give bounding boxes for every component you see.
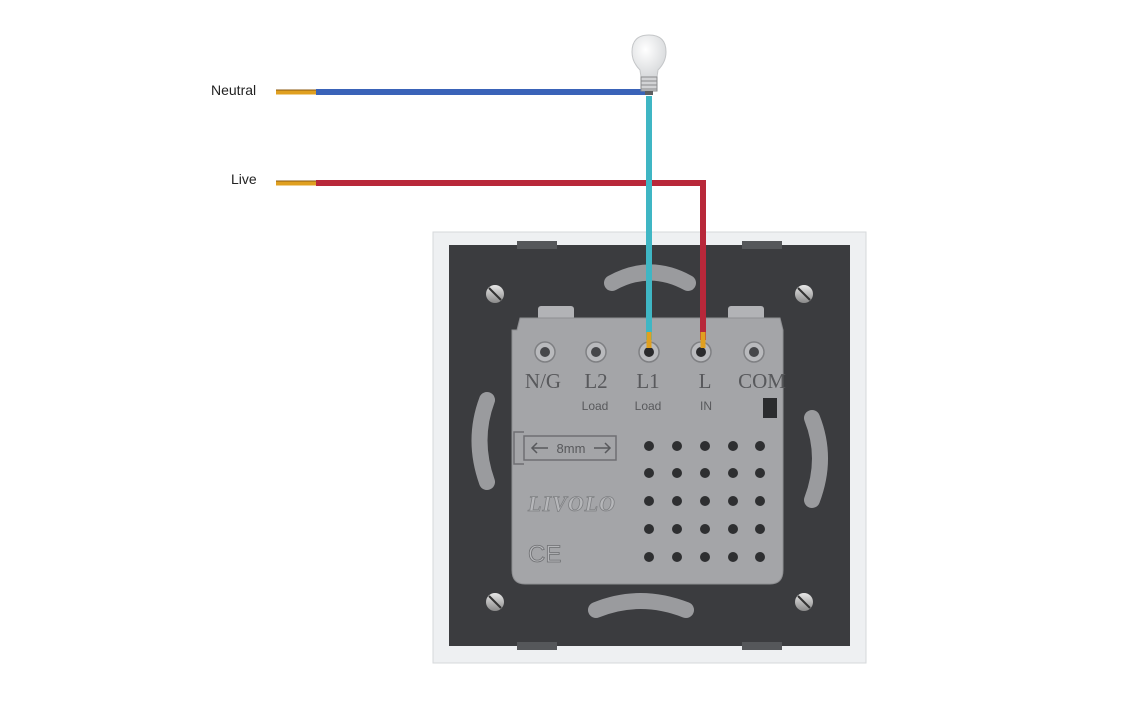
live-wire [316, 180, 706, 340]
vent-hole [728, 468, 738, 478]
plate-notch [742, 241, 782, 249]
vent-hole [755, 524, 765, 534]
vent-hole [644, 441, 654, 451]
vent-hole [700, 468, 710, 478]
mounting-slot [471, 392, 495, 490]
vent-hole [700, 441, 710, 451]
vent-hole [644, 468, 654, 478]
vent-hole [755, 552, 765, 562]
vent-hole [672, 524, 682, 534]
terminal-screw [644, 347, 654, 357]
terminal-screw [591, 347, 601, 357]
terminal-screw-row [534, 341, 765, 363]
strip-length-label: 8mm [557, 441, 586, 456]
live-wire-label: Live [231, 171, 257, 187]
vent-hole [755, 441, 765, 451]
terminal-label-l2: L2 [584, 369, 607, 393]
vent-hole [672, 496, 682, 506]
module-body [511, 317, 784, 585]
terminal-screw [540, 347, 550, 357]
vent-hole [672, 552, 682, 562]
terminal-label-l1: L1 [636, 369, 659, 393]
screw-icon [795, 593, 813, 611]
neutral-wire-label: Neutral [211, 82, 257, 98]
ce-mark-icon: CE [528, 541, 561, 568]
terminal-sublabel-l1: Load [635, 399, 662, 413]
terminal-screw [749, 347, 759, 357]
vent-hole [700, 552, 710, 562]
brand-logo: LIVOLO [527, 491, 616, 516]
vent-hole [672, 468, 682, 478]
vent-hole [728, 552, 738, 562]
vent-hole [755, 496, 765, 506]
vent-hole [700, 496, 710, 506]
vent-hole [728, 524, 738, 534]
wiring [276, 89, 706, 348]
screw-icon [486, 285, 504, 303]
switch-module: N/G L2 L1 L COM Load Load IN 8mm LIVOLO … [511, 306, 786, 585]
plate-notch [517, 241, 557, 249]
vent-hole [644, 496, 654, 506]
vent-hole [755, 468, 765, 478]
screw-icon [486, 593, 504, 611]
vent-hole [728, 441, 738, 451]
vent-hole [644, 524, 654, 534]
terminal-label-com: COM [738, 369, 786, 393]
vent-hole [644, 552, 654, 562]
terminal-label-l: L [699, 369, 712, 393]
light-bulb-icon [631, 34, 667, 95]
screw-icon [795, 285, 813, 303]
terminal-sublabel-l: IN [700, 399, 712, 413]
module-tab [538, 306, 574, 320]
module-tab [728, 306, 764, 320]
vent-hole [700, 524, 710, 534]
terminal-label-ng: N/G [525, 369, 561, 393]
plate-notch [742, 642, 782, 650]
vent-hole [672, 441, 682, 451]
terminal-sublabel-l2: Load [582, 399, 609, 413]
vent-grid [644, 441, 765, 562]
strip-gauge: 8mm [513, 431, 617, 465]
mounting-slot [588, 593, 694, 618]
mounting-slot [804, 410, 828, 508]
terminal-screw [696, 347, 706, 357]
module-indicator-slot [763, 398, 777, 418]
plate-notch [517, 642, 557, 650]
vent-hole [728, 496, 738, 506]
